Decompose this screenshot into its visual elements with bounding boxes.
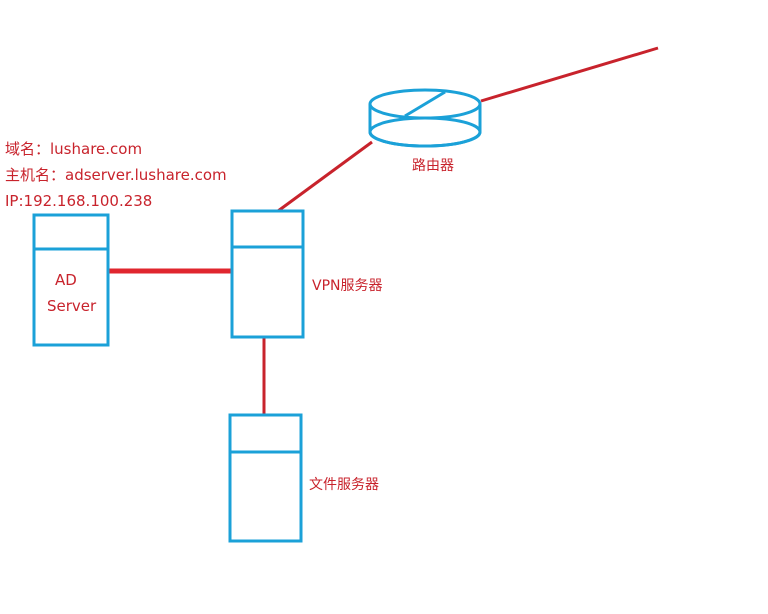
- ad-server-icon: [32, 213, 110, 347]
- link-router-to-internet: [480, 46, 659, 103]
- file-server-icon: [228, 413, 303, 543]
- ad-server-label-line2: Server: [47, 297, 97, 315]
- ip-info: IP:192.168.100.238: [5, 192, 153, 210]
- hostname-info: 主机名：adserver.lushare.com: [5, 166, 227, 184]
- vpn-server-icon: [230, 209, 305, 339]
- link-router-to-vpn: [277, 140, 373, 213]
- ad-server-label-line1: AD: [55, 271, 77, 289]
- router-label: 路由器: [412, 158, 454, 174]
- file-server-label: 文件服务器: [309, 477, 379, 493]
- router-icon: [368, 88, 482, 148]
- domain-info: 域名：lushare.com: [5, 140, 143, 158]
- vpn-server-label: VPN服务器: [312, 278, 383, 294]
